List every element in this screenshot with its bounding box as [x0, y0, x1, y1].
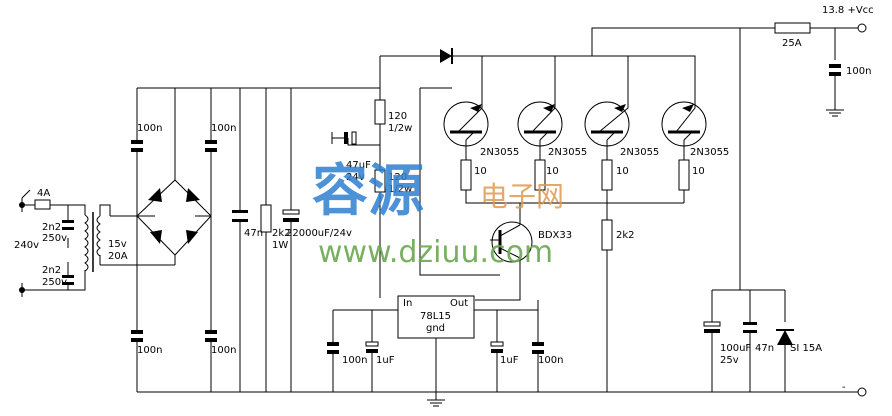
label-c-bridge-br: 100n — [211, 345, 236, 356]
label-r-120a: 120 — [388, 111, 407, 122]
driver-transistor — [491, 221, 533, 263]
label-re4: 10 — [692, 166, 705, 177]
label-re3: 10 — [616, 166, 629, 177]
label-reg-name: 78L15 — [420, 311, 451, 322]
watermark-cn-small: 电子网 — [480, 180, 564, 213]
mains-terminal-top — [19, 202, 25, 208]
label-re1: 10 — [474, 166, 487, 177]
label-c-out-47n: 47n — [755, 343, 774, 354]
label-q-drv: BDX33 — [538, 230, 572, 241]
label-c-out-big-v: 25v — [720, 355, 739, 366]
watermark: 容源 电子网 www.dziuu.com — [312, 159, 564, 270]
fuse-4a — [34, 199, 51, 210]
resistors — [260, 99, 690, 251]
label-fuse-in: 4A — [37, 188, 50, 199]
label-r-120a-w: 1/2w — [388, 123, 412, 134]
label-q1: 2N3055 — [480, 147, 519, 158]
label-c-mains-bot: 2n2 — [42, 265, 61, 276]
fuse-25a — [774, 22, 811, 34]
vcc-terminal — [857, 23, 867, 33]
label-c-47u-v: 24v — [346, 172, 365, 183]
watermark-cn-big: 容源 — [312, 159, 424, 224]
regulator-78l15 — [397, 295, 475, 339]
label-transformer: 15v — [108, 239, 127, 250]
label-c-bridge-tl: 100n — [137, 123, 162, 134]
label-r-2k2: 2k2 — [616, 230, 635, 241]
label-c-47n: 47n — [244, 228, 263, 239]
components — [19, 22, 867, 407]
label-c-mains-top-v: 250v — [42, 233, 67, 244]
label-reg-out: Out — [450, 298, 468, 309]
label-c-bridge-tr: 100n — [211, 123, 236, 134]
transformer — [84, 212, 101, 272]
label-c-main: 22000uF/24v — [286, 228, 352, 239]
wires — [21, 27, 858, 400]
label-re2: 10 — [546, 166, 559, 177]
label-c-reg-3: 1uF — [500, 355, 519, 366]
mains-terminal-bottom — [19, 287, 25, 293]
label-c-bridge-bl: 100n — [137, 345, 162, 356]
label-transformer-a: 20A — [108, 251, 128, 262]
output-diode — [776, 329, 794, 345]
label-c-reg-1: 100n — [342, 355, 367, 366]
label-c-out-big: 100uF — [720, 343, 751, 354]
label-r-bleed-w: 1W — [272, 240, 288, 251]
power-transistors — [443, 92, 707, 147]
top-diode — [440, 48, 453, 64]
watermark-url: www.dziuu.com — [318, 235, 553, 270]
label-vcc: 13.8 +Vcc — [822, 5, 874, 16]
label-c-reg-4: 100n — [538, 355, 563, 366]
label-r-120b: 120 — [388, 172, 407, 183]
capacitor-symbols — [62, 64, 841, 354]
label-c-out-small: 100n — [846, 66, 871, 77]
labels: 13.8 +Vcc - 25A 100n 4A 240v 2n2 250v 2n… — [14, 5, 874, 393]
label-q4: 2N3055 — [690, 147, 729, 158]
label-mains: 240v — [14, 240, 39, 251]
label-r-bleed: 2k2 — [272, 228, 291, 239]
label-c-mains-top: 2n2 — [42, 222, 61, 233]
label-c-47u: 47uF — [346, 160, 371, 171]
label-c-reg-2: 1uF — [376, 355, 395, 366]
label-neg: - — [842, 382, 846, 393]
label-c-mains-bot-v: 250v — [42, 277, 67, 288]
label-fuse-out: 25A — [782, 38, 802, 49]
label-q2: 2N3055 — [548, 147, 587, 158]
label-reg-in: In — [403, 298, 412, 309]
label-d-out: SI 15A — [790, 343, 822, 354]
ground-symbols — [331, 109, 844, 407]
mains-switch — [21, 189, 31, 199]
label-r-120b-w: 1/2w — [388, 184, 412, 195]
bridge-rectifier — [136, 179, 212, 256]
label-reg-gnd: gnd — [426, 323, 445, 334]
label-q3: 2N3055 — [620, 147, 659, 158]
neg-terminal — [857, 387, 867, 397]
